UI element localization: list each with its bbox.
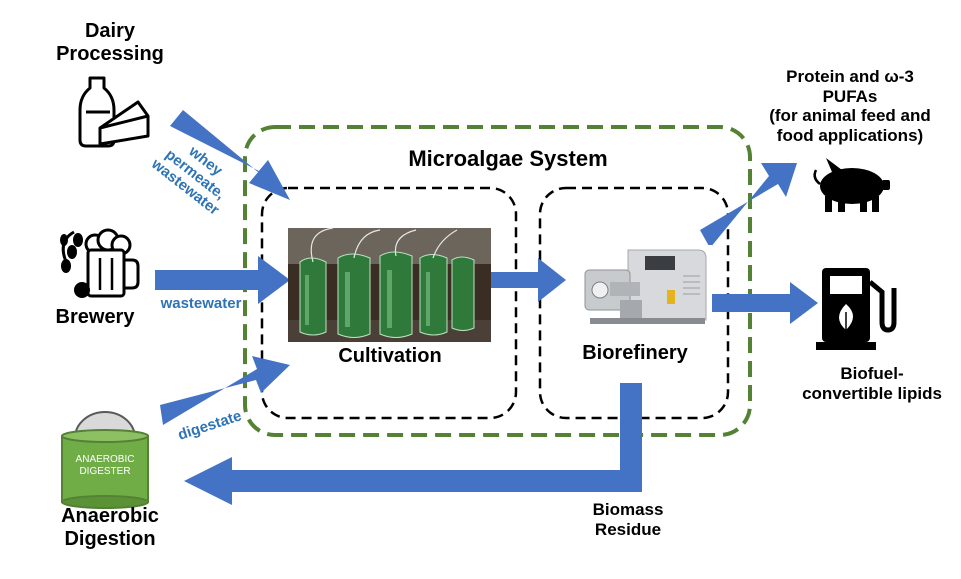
- brewery-wastewater-label: wastewater: [160, 295, 242, 312]
- homogenizer-photo: [572, 245, 712, 335]
- arrow-cultivation-to-biorefinery: [488, 258, 566, 302]
- biorefinery-label: Biorefinery: [582, 342, 688, 364]
- microalgae-system-title: Microalgae System: [408, 146, 608, 171]
- cultivation-box: [260, 186, 518, 420]
- arrow-dairy-to-cultivation: [170, 110, 290, 200]
- arrow-brewery-to-cultivation: [155, 256, 290, 304]
- protein-pufa-label: Protein and ω-3 PUFAs (for animal feed a…: [769, 67, 931, 145]
- arrow-biorefinery-to-protein: [700, 163, 797, 248]
- arrow-biomass-residue-return: [184, 383, 642, 505]
- brewery-label: Brewery: [55, 306, 135, 328]
- digester-tank-text: ANAEROBIC DIGESTER: [75, 454, 135, 477]
- anaerobic-digestion-label: Anaerobic Digestion: [61, 505, 159, 550]
- dairy-processing-label: Dairy Processing: [56, 20, 164, 65]
- digester-tank-icon: [61, 411, 149, 509]
- biomass-residue-label: Biomass Residue: [592, 500, 664, 539]
- biofuel-lipids-label: Biofuel- convertible lipids: [802, 364, 942, 403]
- arrow-biorefinery-to-biofuel: [706, 282, 818, 324]
- photobioreactor-photo: [288, 227, 491, 342]
- cultivation-label: Cultivation: [338, 345, 442, 367]
- pig-icon: [813, 158, 890, 212]
- fuel-pump-icon: [816, 268, 897, 350]
- milk-cheese-icon: [78, 76, 150, 148]
- beer-mug-icon: [60, 228, 140, 298]
- arrow-digester-to-cultivation: [160, 356, 290, 425]
